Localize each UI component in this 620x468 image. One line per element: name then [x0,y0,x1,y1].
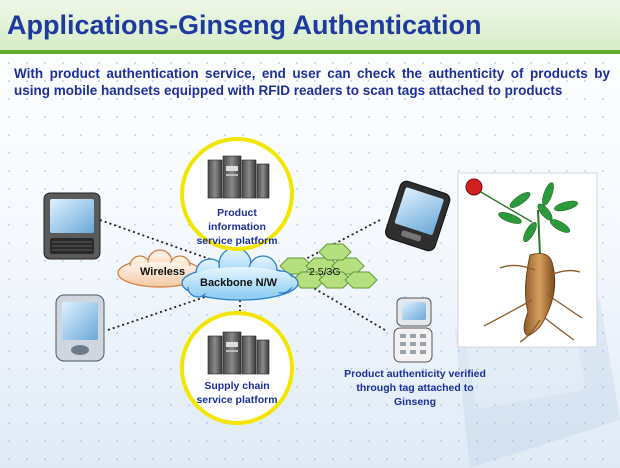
intro-text: With product authentication service, end… [14,66,610,98]
supply-chain-platform-caption: Supply chain service platform [196,380,278,406]
mobile-network-cloud [279,243,378,289]
wireless-cloud [117,249,203,288]
supply-chain-platform [180,311,294,425]
title-bar [0,0,620,52]
pda-keyboard-device-icon [43,192,101,260]
server-rack-icon [207,331,270,375]
server-rack-icon [207,155,270,199]
product-info-platform-caption: Product information service platform [196,207,278,247]
title-underline [0,50,620,54]
flip-phone-icon [393,297,433,363]
slide-title: Applications-Ginseng Authentication [7,10,482,40]
verified-caption: Product authenticity verified through ta… [344,368,486,408]
backbone-label: Backbone N/W [200,277,278,289]
pda-device-icon [55,294,105,362]
ginseng-root-image [457,172,598,348]
mobile-network-label: 2.5/3G [309,266,341,278]
pda-reader-device-icon [385,180,451,252]
wireless-label: Wireless [140,266,186,278]
product-info-platform [180,137,294,251]
